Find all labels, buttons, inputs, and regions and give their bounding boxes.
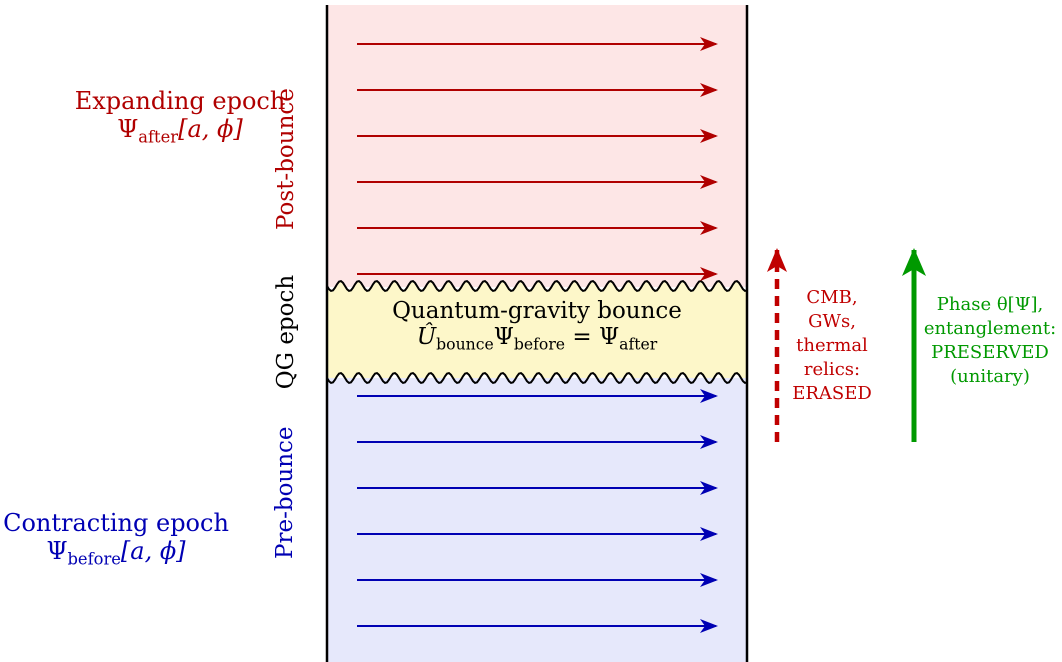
bounce-title: Quantum-gravity bounce	[392, 298, 682, 324]
preserved-label: Phase θ[Ψ], entanglement: PRESERVED (uni…	[918, 293, 1062, 389]
preserved-line-1: Phase θ[Ψ],	[936, 294, 1044, 315]
time-arrows	[357, 37, 718, 633]
pre-bounce-region	[327, 378, 747, 662]
pre-bounce-label: Pre-bounce	[272, 426, 298, 559]
erased-line-4: relics:	[803, 359, 861, 380]
erased-label: CMB, GWs, thermal relics: ERASED	[782, 286, 882, 406]
contracting-epoch-label: Contracting epoch Ψbefore[a, ϕ]	[0, 509, 232, 569]
lower-wavy-boundary	[326, 371, 748, 385]
erased-line-3: thermal	[796, 335, 868, 356]
qg-epoch-region	[327, 281, 747, 383]
upper-wavy-boundary	[326, 279, 748, 293]
erased-line-1: CMB,	[806, 287, 858, 308]
preserved-line-2: entanglement:	[923, 318, 1057, 339]
erased-line-5: ERASED	[792, 383, 872, 404]
preserved-line-3: PRESERVED	[931, 342, 1049, 363]
bounce-label: Quantum-gravity bounce ÛbounceΨbefore = …	[337, 298, 737, 354]
expanding-epoch-label: Expanding epoch Ψafter[a, ϕ]	[60, 87, 300, 147]
erased-line-2: GWs,	[808, 311, 856, 332]
bounce-equation: ÛbounceΨbefore = Ψafter	[416, 324, 658, 354]
expanding-epoch-title: Expanding epoch	[74, 87, 286, 115]
expanding-psi: Ψafter[a, ϕ]	[117, 114, 243, 147]
contracting-psi: Ψbefore[a, ϕ]	[46, 536, 186, 569]
qg-epoch-label: QG epoch	[273, 274, 299, 390]
post-bounce-region	[327, 5, 747, 287]
contracting-epoch-title: Contracting epoch	[3, 509, 229, 537]
preserved-line-4: (unitary)	[950, 366, 1030, 387]
